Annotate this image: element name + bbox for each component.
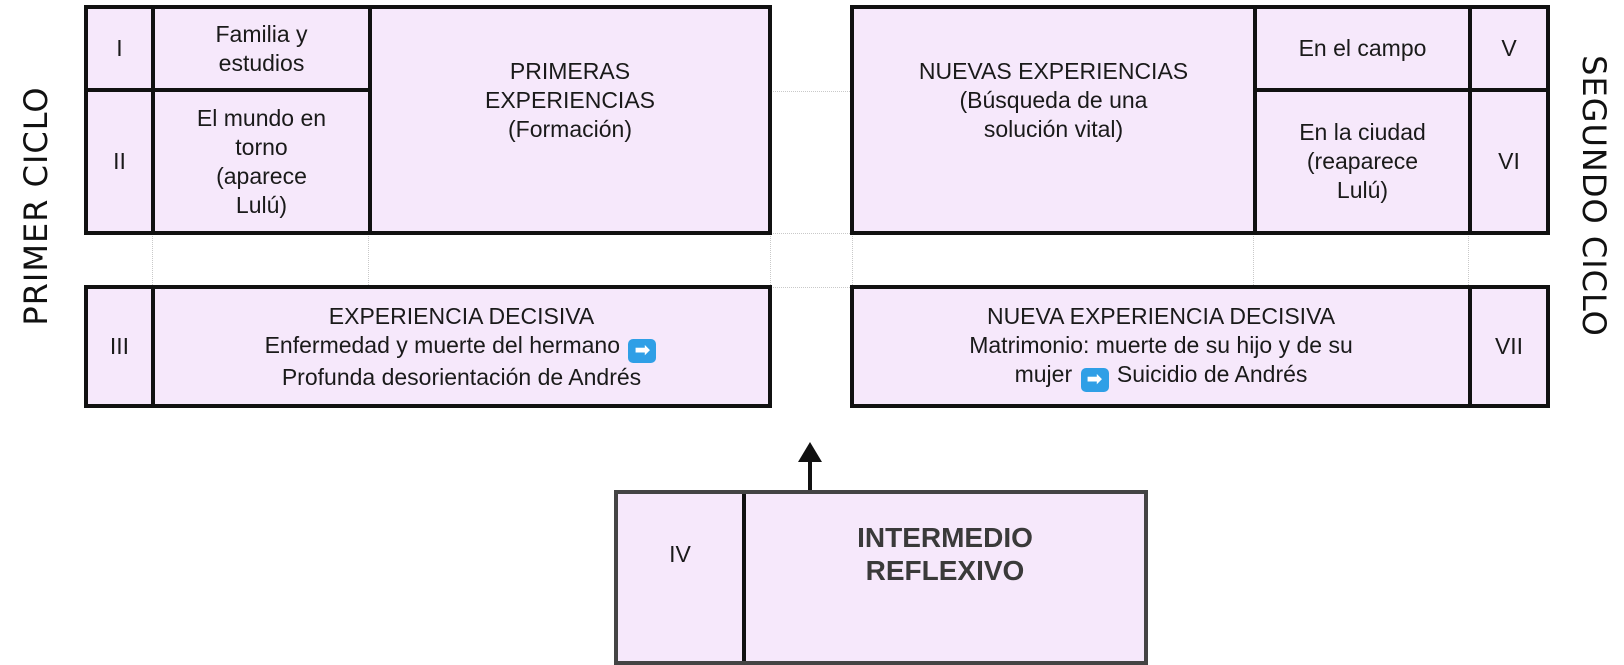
guide-line [852, 233, 853, 287]
section-number-vi: VI [1498, 148, 1520, 174]
section-number-ii: II [113, 148, 126, 174]
mundo-en-torno-cell: El mundo en torno (aparece Lulú) [196, 104, 327, 218]
section-number-vii: VII [1494, 333, 1524, 359]
suicidio-line: mujer ➡ Suicidio de Andrés [1014, 360, 1308, 392]
nueva-experiencia-text: NUEVA EXPERIENCIA DECISIVA Matrimonio: m… [854, 289, 1468, 404]
section-number-i: I [116, 35, 123, 61]
experiencia-decisiva-text: EXPERIENCIA DECISIVA Enfermedad y muerte… [155, 289, 768, 404]
nuevas-experiencias-title: NUEVAS EXPERIENCIAS (Búsqueda de una sol… [918, 57, 1189, 142]
guide-line [770, 91, 852, 92]
guide-line [770, 287, 852, 288]
guide-line [84, 233, 1550, 234]
arrow-right-icon: ➡ [1080, 367, 1109, 392]
segundo-ciclo-label: SEGUNDO CICLO [1575, 55, 1613, 337]
primer-ciclo-label: PRIMER CICLO [17, 86, 55, 326]
desorientacion-text: Profunda desorientación de Andrés [281, 363, 642, 390]
experiencia-decisiva-line2: Enfermedad y muerte del hermano ➡ [265, 331, 659, 363]
intermedio-reflexivo-title: INTERMEDIO REFLEXIVO [857, 522, 1033, 586]
nueva-experiencia-decisiva-block: NUEVA EXPERIENCIA DECISIVA Matrimonio: m… [850, 285, 1550, 408]
en-la-ciudad-cell: En la ciudad (reaparece Lulú) [1299, 119, 1426, 203]
nuevas-experiencias-block: NUEVAS EXPERIENCIAS (Búsqueda de una sol… [850, 5, 1550, 235]
hermano-text: Enfermedad y muerte del hermano [264, 331, 621, 358]
guide-line [770, 233, 771, 287]
matrimonio-text: Matrimonio: muerte de su hijo y de su [969, 331, 1353, 358]
experiencia-decisiva-heading: EXPERIENCIA DECISIVA [328, 302, 595, 329]
guide-line [152, 233, 153, 287]
section-number-iii: III [109, 333, 130, 359]
guide-line [1468, 233, 1469, 287]
mujer-text: mujer [1014, 360, 1073, 387]
en-el-campo-cell: En el campo [1298, 35, 1427, 61]
section-number-v: V [1501, 35, 1517, 61]
nueva-experiencia-heading: NUEVA EXPERIENCIA DECISIVA [986, 302, 1336, 329]
suicidio-text: Suicidio de Andrés [1116, 360, 1308, 387]
primeras-experiencias-title: PRIMERAS EXPERIENCIAS (Formación) [485, 57, 655, 142]
guide-line [1253, 233, 1254, 287]
guide-line [368, 233, 369, 287]
experiencia-decisiva-block: III EXPERIENCIA DECISIVA Enfermedad y mu… [84, 285, 772, 408]
familia-estudios-cell: Familia y estudios [215, 20, 308, 76]
intermedio-reflexivo-block: IV INTERMEDIO REFLEXIVO [614, 490, 1148, 665]
section-number-iv: IV [669, 540, 691, 567]
arrow-right-icon: ➡ [628, 338, 657, 363]
primeras-experiencias-block: I II Familia y estudios El mundo en torn… [84, 5, 772, 235]
